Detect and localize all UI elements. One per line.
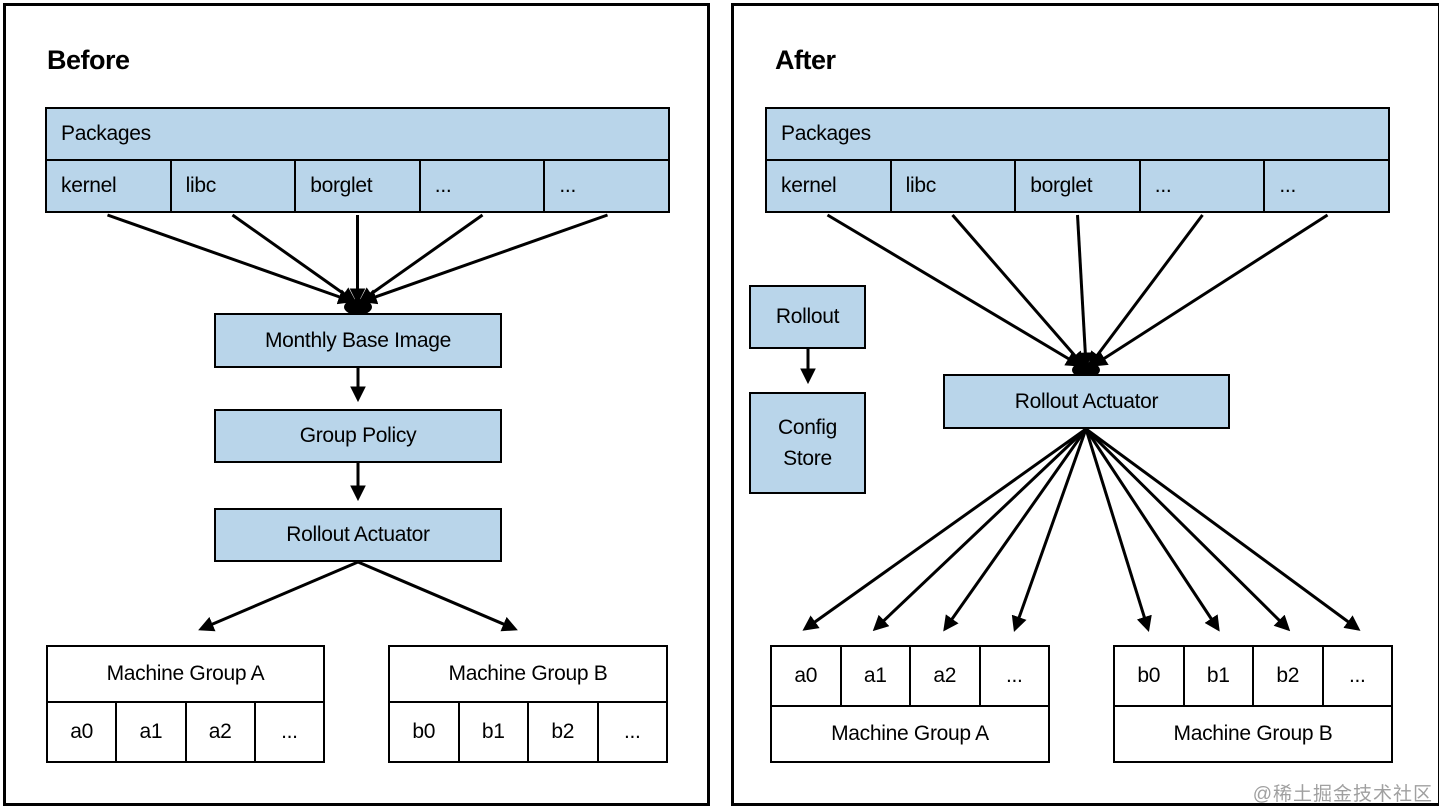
after-package-converge-arrows bbox=[826, 213, 1329, 378]
package-cell: borglet bbox=[1016, 161, 1141, 211]
config-store-box: Config Store bbox=[749, 392, 866, 494]
machine-cell: ... bbox=[281, 719, 298, 743]
machine-cell: a1 bbox=[842, 647, 911, 706]
rollout-actuator-box-after: Rollout Actuator bbox=[943, 374, 1230, 429]
package-cell: ... bbox=[1279, 174, 1296, 197]
machine-cell: ... bbox=[1348, 664, 1366, 688]
machine-cell: a0 bbox=[48, 702, 118, 761]
after-title: After bbox=[775, 45, 836, 75]
package-cell: ... bbox=[559, 174, 576, 197]
machine-cell: a2 bbox=[911, 647, 981, 706]
before-machine-group-b: Machine Group B b0 b1 b2 ... bbox=[388, 645, 668, 763]
watermark: @稀土掘金技术社区 bbox=[1252, 784, 1433, 805]
machine-cell: ... bbox=[623, 719, 641, 743]
before-machine-group-a: Machine Group A a0 a1 a2 ... bbox=[46, 645, 325, 763]
before-flow-arrows bbox=[198, 368, 518, 632]
package-cell: kernel bbox=[47, 161, 172, 211]
packages-header: Packages bbox=[61, 122, 151, 145]
packages-header: Packages bbox=[781, 122, 871, 145]
machine-group-header: Machine Group A bbox=[106, 661, 265, 685]
machine-cell: a1 bbox=[117, 702, 187, 761]
package-cell: ... bbox=[421, 161, 546, 211]
machine-cell: b2 bbox=[1254, 647, 1324, 706]
before-title: Before bbox=[47, 45, 130, 75]
after-packages-table: Packages kernel libc borglet ... ... bbox=[765, 107, 1390, 213]
machine-cell: b1 bbox=[460, 702, 529, 761]
after-fanout-arrows bbox=[802, 427, 1361, 632]
machine-cell: b1 bbox=[1185, 647, 1254, 706]
rollout-actuator-box-before: Rollout Actuator bbox=[214, 508, 502, 562]
machine-cell: b0 bbox=[390, 702, 460, 761]
machine-cell: a2 bbox=[187, 702, 256, 761]
package-cell: ... bbox=[1141, 161, 1266, 211]
monthly-base-image-box: Monthly Base Image bbox=[214, 313, 502, 368]
after-machine-group-b: b0 b1 b2 ... Machine Group B bbox=[1113, 645, 1393, 763]
machine-cell: b2 bbox=[529, 702, 599, 761]
machine-cell: a0 bbox=[772, 647, 842, 706]
rollout-box: Rollout bbox=[749, 285, 866, 349]
package-cell: libc bbox=[892, 161, 1017, 211]
package-cell: borglet bbox=[296, 161, 421, 211]
before-packages-table: Packages kernel libc borglet ... ... bbox=[45, 107, 670, 213]
package-cell: kernel bbox=[767, 161, 892, 211]
machine-cell: ... bbox=[1005, 664, 1023, 688]
after-machine-group-a: a0 a1 a2 ... Machine Group A bbox=[770, 645, 1050, 763]
machine-cell: b0 bbox=[1115, 647, 1185, 706]
before-package-converge-arrows bbox=[107, 213, 608, 315]
group-policy-box: Group Policy bbox=[214, 409, 502, 463]
machine-group-header: Machine Group B bbox=[448, 661, 608, 685]
package-cell: libc bbox=[172, 161, 297, 211]
machine-group-header: Machine Group B bbox=[1173, 722, 1333, 746]
machine-group-header: Machine Group A bbox=[831, 722, 989, 746]
